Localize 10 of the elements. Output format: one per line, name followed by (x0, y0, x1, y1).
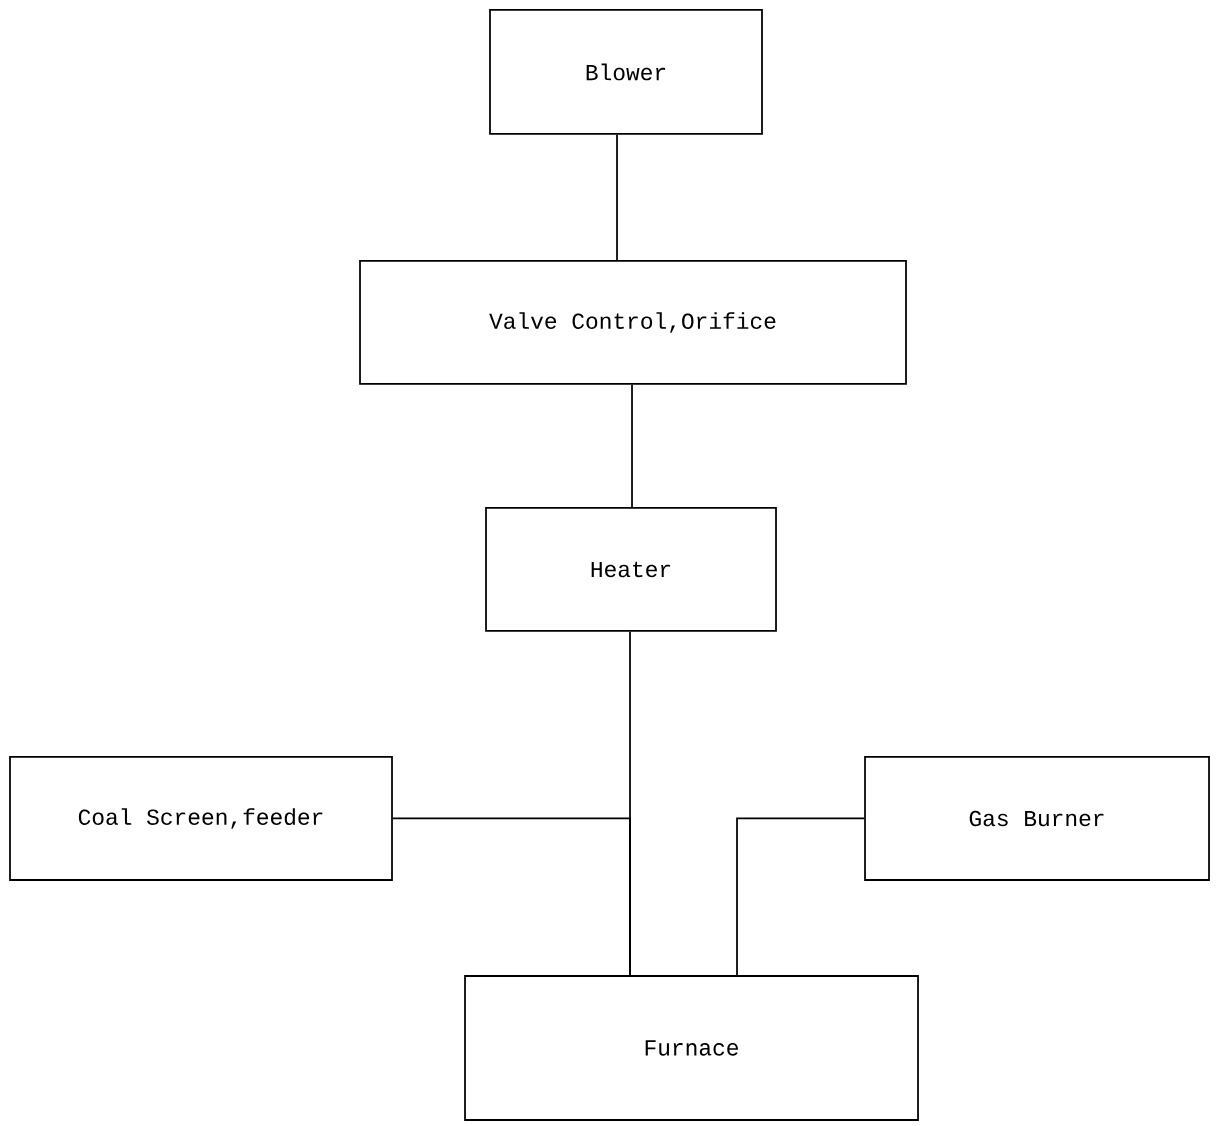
connector-line (736, 817, 865, 976)
process-box: Heater (485, 507, 777, 632)
connector-line (631, 384, 633, 508)
process-box: Valve Control,Orifice (359, 260, 907, 385)
process-box: Blower (489, 9, 763, 135)
connector-line (616, 134, 618, 261)
connector-line (392, 817, 631, 976)
process-box: Gas Burner (864, 756, 1210, 881)
process-box: Coal Screen,feeder (9, 756, 393, 881)
process-box: Furnace (464, 975, 919, 1121)
